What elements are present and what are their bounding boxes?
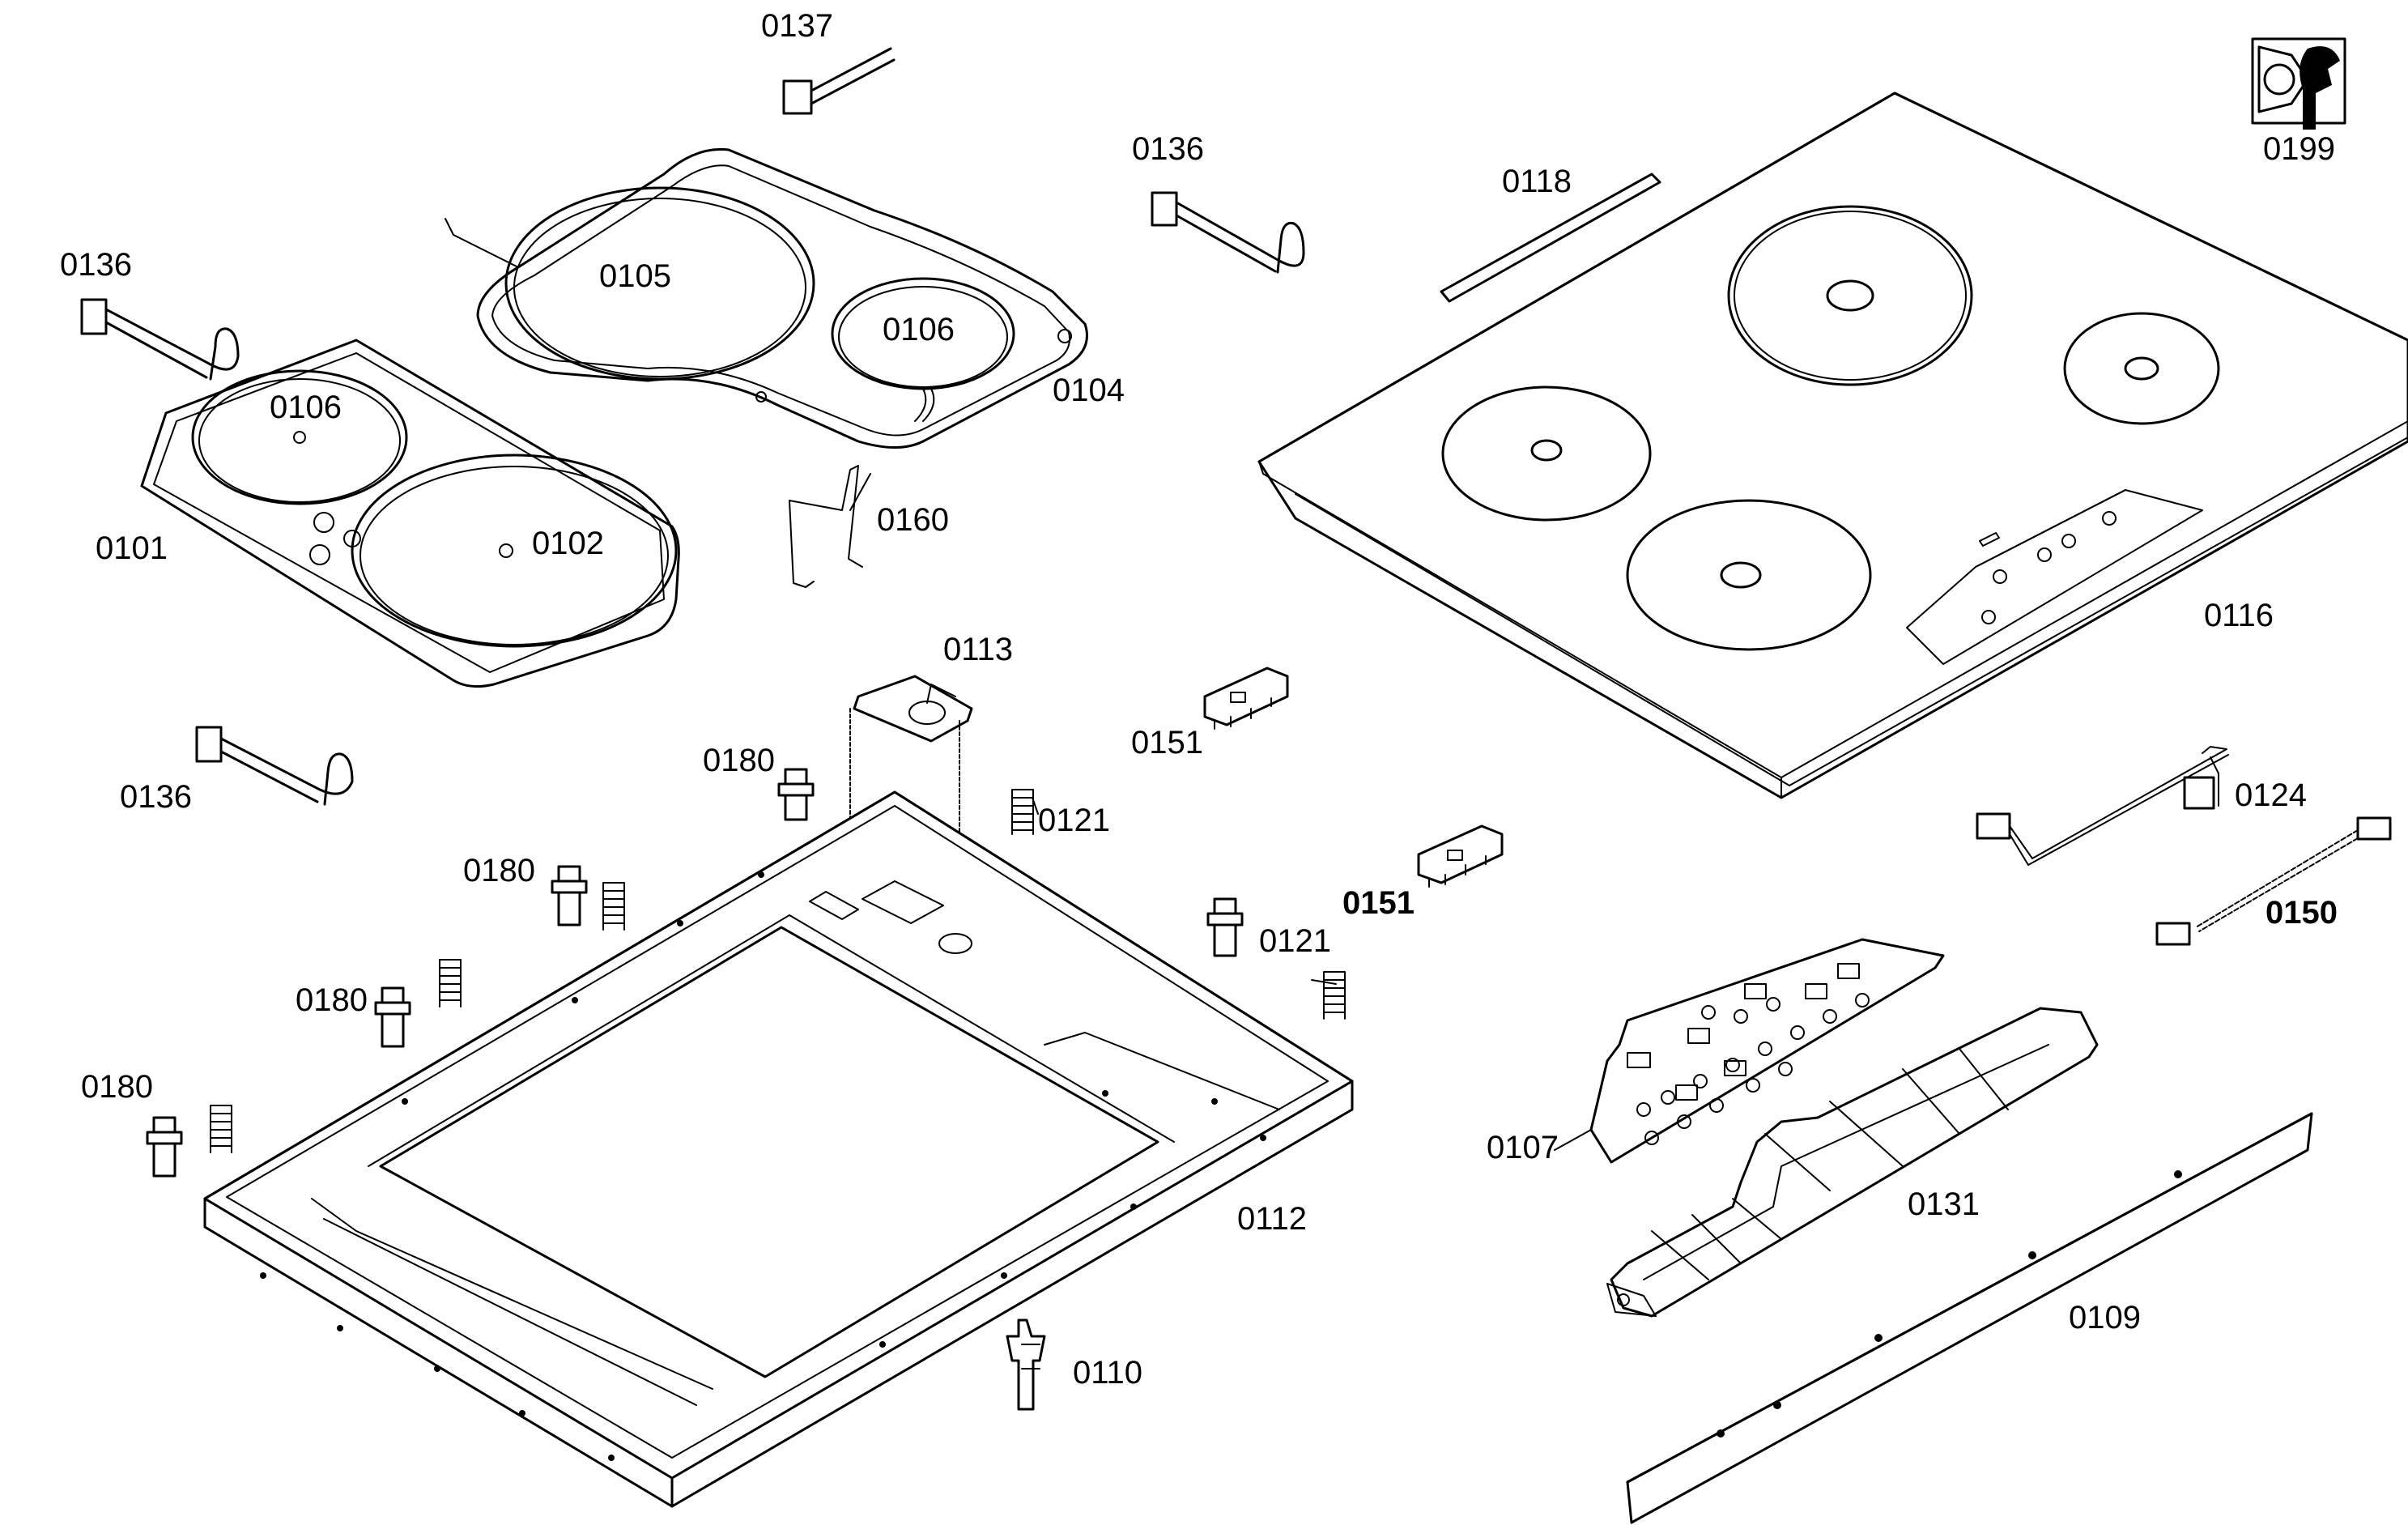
clip-0151-a [1203,667,1289,730]
spring-0121-b [602,882,625,931]
label-0106-top: 0106 [883,312,955,347]
label-0104: 0104 [1053,373,1125,408]
wire-harness-0150 [2155,816,2392,946]
heating-element-0106-left [191,369,408,505]
label-0136-left: 0136 [60,247,132,283]
foot-0180-a [777,768,815,821]
label-0131: 0131 [1908,1186,1980,1222]
label-0151-b: 0151 [1342,885,1415,921]
label-0180-c: 0180 [296,982,368,1018]
wire-harness-0124 [1976,746,2229,866]
wrench-service-icon [2251,37,2346,130]
label-0180-d: 0180 [81,1069,153,1105]
leader-lines [849,473,1592,1151]
bracket-0160 [789,465,863,588]
rail-0109 [1626,1112,2313,1524]
label-0121-b: 0121 [1259,923,1331,959]
label-0124: 0124 [2235,777,2307,813]
base-tray-0112 [203,790,1354,1508]
label-0101: 0101 [96,530,168,566]
label-0118: 0118 [1502,164,1572,199]
label-0102: 0102 [532,526,604,561]
clip-0151-b [1417,824,1504,888]
wire-0136-bottom [195,726,354,806]
spring-0121-c [439,959,462,1007]
foot-0180-c [374,986,411,1048]
heating-element-0105 [504,186,815,381]
label-0116: 0116 [2204,598,2274,633]
strip-0118 [1440,173,1661,303]
label-0180-a: 0180 [703,743,775,778]
label-0137: 0137 [761,8,833,44]
wire-0136-top [1151,191,1305,274]
connector-0137 [782,47,896,115]
foot-0180-d [146,1116,183,1178]
label-0107: 0107 [1487,1130,1559,1165]
glass-ceramic-top-0116 [1257,92,2408,799]
spring-0121-a [1011,789,1034,835]
foot-0180-b [551,865,588,927]
heating-element-frame-0101 [140,339,680,688]
foot-0180-e [1206,897,1244,957]
label-0136-top: 0136 [1132,131,1204,167]
label-0110: 0110 [1073,1355,1142,1391]
bracket-0113 [849,675,973,884]
heating-element-0106-top [831,277,1015,422]
label-0199: 0199 [2263,131,2335,167]
label-0180-b: 0180 [463,853,535,888]
label-0105: 0105 [599,258,671,294]
label-0109: 0109 [2069,1300,2141,1335]
label-0150: 0150 [2265,895,2338,931]
heating-element-frame-0104 [445,147,1088,449]
spring-0121-e [1323,971,1346,1020]
label-0113: 0113 [943,632,1013,667]
label-0106-left: 0106 [270,390,342,425]
label-0151-a: 0151 [1131,725,1203,760]
label-0136-bottom: 0136 [120,779,192,815]
label-0112: 0112 [1237,1201,1307,1237]
control-housing-0131 [1606,1007,2099,1318]
circuit-board-0107 [1589,938,1945,1164]
label-0121-a: 0121 [1038,803,1110,838]
fastener-0110 [1006,1318,1046,1411]
label-0160: 0160 [877,502,949,538]
heating-element-0102 [351,454,678,648]
wire-0136-left [80,298,240,381]
spring-0121-d [210,1105,232,1153]
part-labels: 0137 0136 0136 0136 0118 0199 0105 0106 … [60,8,2338,1391]
